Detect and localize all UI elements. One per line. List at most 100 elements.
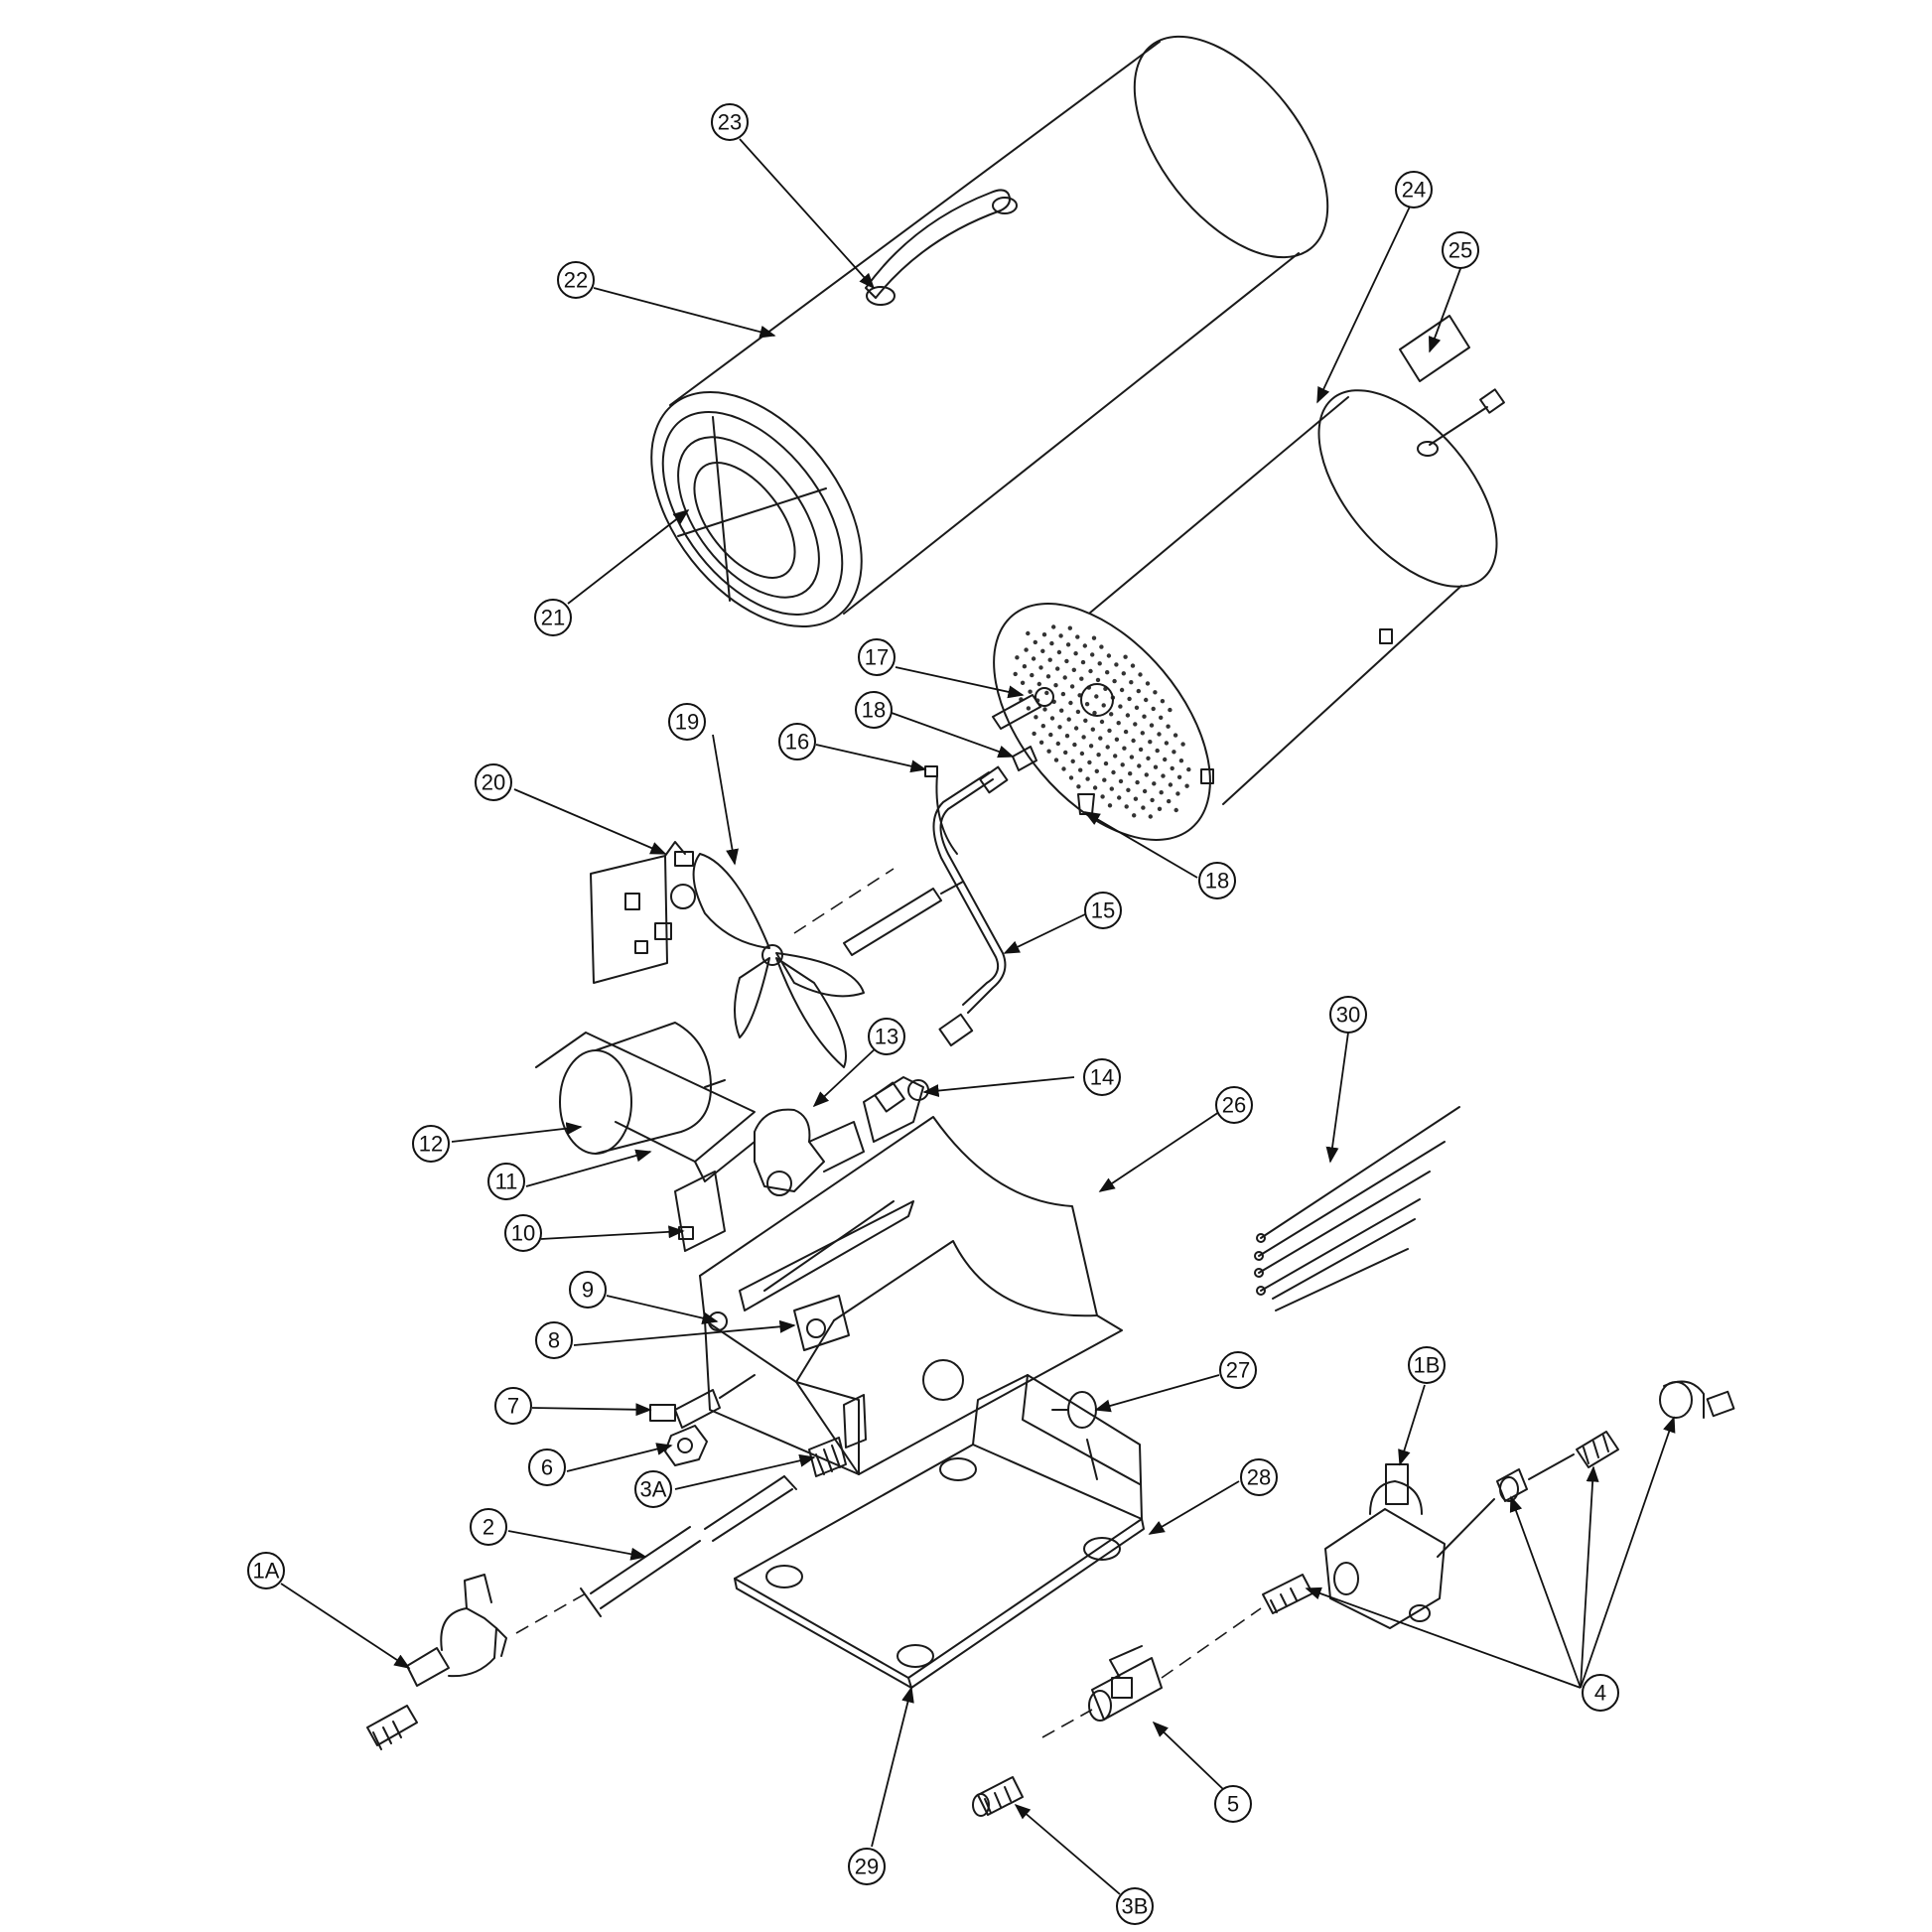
perforation-hole: [1096, 753, 1101, 758]
perforation-hole: [1105, 670, 1110, 675]
perforation-hole: [1132, 813, 1137, 818]
callout-label: 3A: [640, 1477, 667, 1502]
callout-29: 29: [848, 1848, 886, 1885]
callout-label: 6: [541, 1455, 553, 1480]
perforation-hole: [1101, 703, 1106, 708]
perforation-hole: [1133, 722, 1138, 727]
housing-26: [699, 1116, 1123, 1475]
perforation-hole: [1038, 740, 1044, 745]
perforation-hole: [1105, 745, 1110, 750]
perforation-hole: [1140, 731, 1146, 736]
perforation-hole: [1064, 734, 1070, 739]
perforation-hole: [1129, 680, 1134, 685]
perforation-hole: [1046, 749, 1051, 754]
callout-label: 17: [865, 645, 889, 670]
perforation-hole: [1072, 742, 1077, 748]
perforation-hole: [1129, 755, 1135, 759]
callout-label: 24: [1402, 178, 1426, 203]
callout-27: 27: [1219, 1351, 1257, 1389]
perforation-hole: [1173, 733, 1178, 738]
perforations: [1013, 624, 1191, 819]
perforation-hole: [1166, 724, 1171, 729]
perforation-hole: [1078, 767, 1083, 772]
nut-6: [664, 1425, 708, 1466]
callout-label: 21: [541, 606, 565, 630]
handle-23: [865, 189, 1018, 306]
perforation-hole: [1135, 779, 1140, 785]
perforation-hole: [1157, 806, 1163, 811]
perforation-hole: [1068, 775, 1074, 780]
perforation-hole: [1155, 748, 1160, 754]
perforation-hole: [1138, 747, 1144, 753]
perforation-hole: [1088, 668, 1093, 674]
perforation-hole: [1085, 776, 1090, 781]
perforation-hole: [1170, 765, 1174, 771]
perforation-hole: [1123, 654, 1128, 659]
perforation-hole: [1125, 713, 1131, 718]
control-board-20: [590, 841, 696, 984]
perforation-hole: [1123, 729, 1129, 735]
perforation-hole: [1133, 796, 1139, 801]
callout-3A: 3A: [634, 1470, 672, 1508]
perforation-hole: [1168, 707, 1173, 713]
perforation-hole: [1102, 777, 1107, 782]
perforation-hole: [1060, 691, 1066, 697]
perforation-hole: [1107, 728, 1112, 734]
perforation-hole: [1013, 671, 1018, 677]
perforation-hole: [1121, 671, 1127, 676]
perforation-hole: [1117, 795, 1122, 800]
switch-10: [674, 1171, 726, 1252]
perforation-hole: [1030, 672, 1035, 678]
perforation-hole: [1081, 735, 1086, 740]
perforation-hole: [1063, 750, 1068, 756]
motor-12: [559, 1022, 726, 1155]
perforation-hole: [1067, 625, 1073, 630]
callout-21: 21: [534, 599, 572, 636]
perforation-hole: [1040, 648, 1045, 653]
perforation-hole: [1055, 666, 1060, 671]
perforation-hole: [1034, 715, 1038, 720]
callout-30: 30: [1329, 996, 1367, 1034]
perforation-hole: [1042, 707, 1047, 712]
perforation-hole: [1036, 681, 1042, 687]
perforation-hole: [1090, 652, 1095, 657]
perforation-hole: [1142, 714, 1147, 719]
perforation-hole: [1109, 712, 1114, 717]
fittings-4: [1262, 1380, 1735, 1614]
perforation-hole: [1168, 782, 1173, 787]
valve-13: [754, 1108, 865, 1196]
perforation-hole: [1084, 702, 1090, 707]
perforation-hole: [1144, 697, 1149, 703]
perforation-hole: [1069, 684, 1075, 689]
perforation-hole: [1103, 760, 1109, 766]
perforation-hole: [1176, 774, 1182, 779]
fitting-3A: [808, 1437, 847, 1477]
combustion-chamber-24: [993, 389, 1498, 841]
ball-valve-5: [1088, 1645, 1163, 1722]
callout-8: 8: [535, 1321, 573, 1359]
perforation-hole: [1015, 655, 1020, 660]
regulator-1A: [366, 1574, 507, 1750]
callout-22: 22: [557, 261, 595, 299]
callout-23: 23: [711, 103, 749, 141]
perforation-hole: [1038, 665, 1043, 670]
callout-19: 19: [668, 703, 706, 741]
callout-7: 7: [494, 1387, 532, 1425]
outer-shell-22: [650, 35, 1329, 628]
perforation-hole: [1106, 653, 1112, 658]
callout-label: 7: [507, 1394, 519, 1419]
bracket-28: [972, 1374, 1143, 1520]
perforation-hole: [1041, 632, 1047, 637]
perforation-hole: [1022, 664, 1028, 669]
perforation-hole: [1148, 740, 1153, 745]
callout-label: 29: [855, 1855, 879, 1879]
perforation-hole: [1130, 663, 1136, 668]
leader-lines: [280, 138, 1676, 1895]
callout-1A: 1A: [247, 1552, 285, 1589]
callout-11: 11: [487, 1163, 525, 1200]
perforation-hole: [1097, 661, 1102, 666]
gas-tube-15: [932, 765, 1009, 1047]
regulator-1B: [1324, 1463, 1446, 1629]
perforation-hole: [1131, 738, 1136, 744]
perforation-hole: [1149, 723, 1155, 728]
